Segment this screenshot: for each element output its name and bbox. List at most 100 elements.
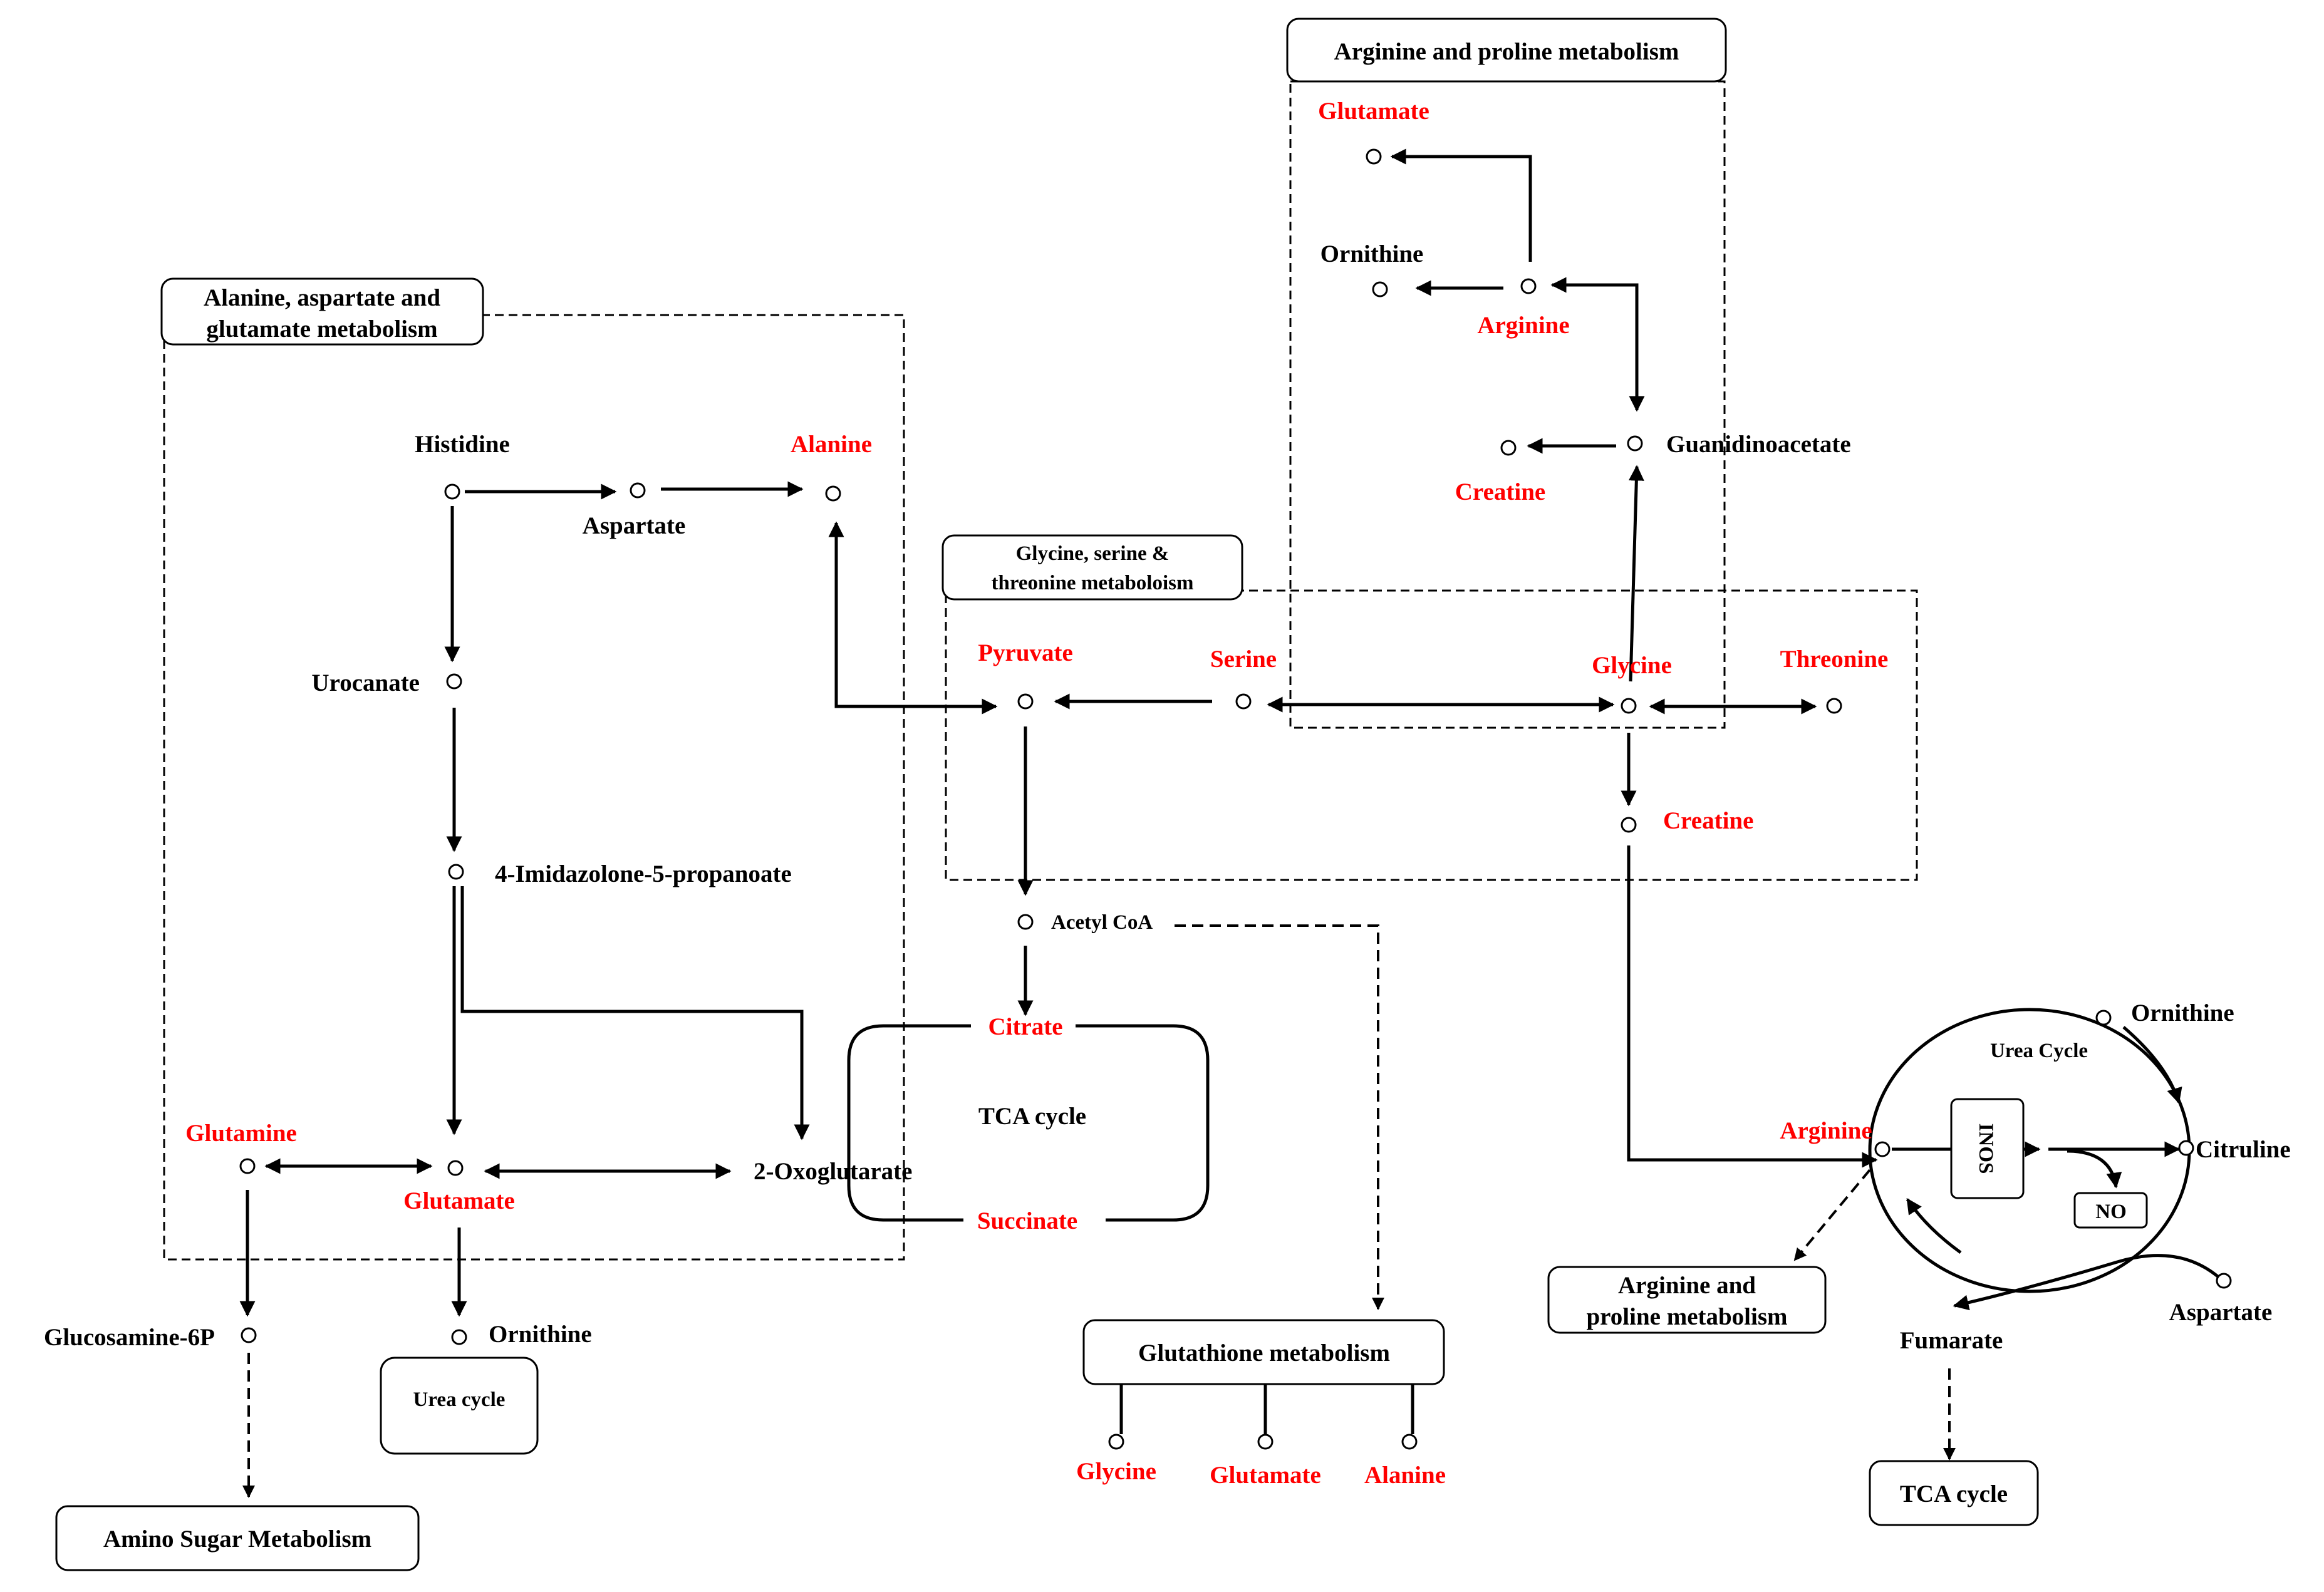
label-citrate: Citrate	[988, 1013, 1062, 1040]
region-ala-asp-glu	[163, 314, 905, 1261]
label-arp-glutamate: Glutamate	[1318, 98, 1429, 125]
tca-loop	[847, 1024, 1210, 1222]
arrow-pyruvate-alanine	[828, 521, 998, 715]
arrow-glycine-guanidinoacetate	[1628, 465, 1644, 682]
node-guanidinoacetate	[1627, 435, 1643, 452]
node-arp-glutamate	[1366, 148, 1382, 165]
node-glutamine	[239, 1158, 256, 1174]
node-creatine	[1621, 817, 1637, 833]
box-tca-cycle: TCA cycle	[1869, 1460, 2039, 1526]
svg-text:Glycine, serine &: Glycine, serine &	[1016, 542, 1170, 565]
box-urea-cycle: Urea cycle	[380, 1357, 539, 1455]
node-urocanate	[446, 673, 462, 690]
node-gsh-glutamate	[1257, 1434, 1274, 1450]
node-pyruvate	[1017, 693, 1034, 710]
arrow-guanidinoacetate-arginine	[1550, 277, 1645, 412]
node-uc-ornithine	[2095, 1010, 2112, 1026]
node-gsh-glycine	[1108, 1434, 1124, 1450]
node-uc-citruline	[2178, 1140, 2194, 1156]
node-uc-aspartate	[2216, 1273, 2232, 1289]
svg-text:INOS: INOS	[1974, 1124, 1997, 1174]
node-threonine	[1826, 698, 1842, 714]
box-ala-asp-glu: Alanine, aspartate and glutamate metabol…	[160, 277, 484, 346]
label-uc-fumarate: Fumarate	[1900, 1327, 2003, 1354]
label-gsh-glycine: Glycine	[1076, 1458, 1156, 1485]
region-gly-ser-thr	[945, 589, 1918, 881]
svg-text:Glutathione metabolism: Glutathione metabolism	[1138, 1340, 1390, 1367]
svg-text:TCA cycle: TCA cycle	[1900, 1481, 2008, 1507]
svg-text:Alanine, aspartate and: Alanine, aspartate and	[204, 284, 440, 311]
svg-text:Arginine and proline metabolis: Arginine and proline metabolism	[1334, 38, 1679, 65]
region-arg-pro	[1289, 80, 1726, 729]
label-creatine: Creatine	[1663, 807, 1753, 834]
node-arp-ornithine	[1372, 281, 1388, 297]
box-glutathione: Glutathione metabolism	[1082, 1319, 1445, 1385]
node-alanine	[825, 485, 841, 502]
node-glutamate	[447, 1160, 464, 1176]
svg-text:threonine metaboloism: threonine metaboloism	[992, 572, 1194, 594]
node-glycine	[1621, 698, 1637, 714]
arrow-aspartate-fumarate	[1953, 1254, 2222, 1311]
label-acetylcoa: Acetyl CoA	[1051, 911, 1153, 934]
label-arp-ornithine: Ornithine	[1320, 240, 1424, 267]
box-arg-pro-2: Arginine and proline metabolism	[1547, 1266, 1827, 1334]
label-guanidinoacetate: Guanidinoacetate	[1666, 431, 1851, 458]
label-arp-creatine: Creatine	[1455, 478, 1545, 505]
label-glucosamine: Glucosamine-6P	[44, 1324, 215, 1351]
label-gsh-glutamate: Glutamate	[1210, 1462, 1321, 1489]
svg-text:Amino Sugar Metabolism: Amino Sugar Metabolism	[103, 1526, 371, 1553]
node-serine	[1235, 693, 1252, 710]
label-tca-inner: TCA cycle	[978, 1103, 1086, 1130]
arrow-to-urea-arginine	[1906, 1197, 1962, 1254]
box-inos: INOS	[1950, 1098, 2025, 1199]
svg-text:NO: NO	[2095, 1201, 2127, 1223]
label-uc-aspartate: Aspartate	[2169, 1299, 2273, 1326]
label-serine: Serine	[1210, 646, 1277, 673]
label-arp-arginine: Arginine	[1477, 312, 1569, 339]
label-pyruvate: Pyruvate	[978, 639, 1073, 666]
node-gsh-alanine	[1401, 1434, 1418, 1450]
label-uc-title: Urea Cycle	[1990, 1040, 2088, 1062]
arrow-ornithine-citruline	[2122, 1026, 2182, 1104]
node-arp-creatine	[1500, 440, 1517, 456]
arrow-creatine-arginine	[1627, 845, 1878, 1168]
node-histidine	[444, 483, 460, 500]
svg-text:Arginine and: Arginine and	[1618, 1272, 1756, 1299]
arrow-to-no	[2067, 1149, 2122, 1189]
arrow-arginine-glutamate	[1390, 148, 1532, 262]
label-urocanate: Urocanate	[311, 669, 420, 696]
node-uc-arginine	[1874, 1141, 1891, 1157]
label-uc-ornithine: Ornithine	[2131, 1000, 2234, 1026]
arrow-arginine-argpro	[1793, 1169, 1871, 1261]
label-glutamate: Glutamate	[403, 1187, 515, 1214]
node-arp-arginine	[1520, 278, 1537, 294]
label-uc-arginine: Arginine	[1780, 1117, 1872, 1144]
box-no: NO	[2073, 1192, 2148, 1229]
svg-text:proline metabolism: proline metabolism	[1586, 1303, 1787, 1330]
label-uc-citruline: Citruline	[2196, 1136, 2291, 1163]
label-gsh-alanine: Alanine	[1364, 1462, 1446, 1489]
label-ornithine: Ornithine	[489, 1321, 592, 1348]
label-glycine: Glycine	[1592, 652, 1672, 679]
label-threonine: Threonine	[1780, 646, 1889, 673]
box-gly-ser-thr: Glycine, serine & threonine metaboloism	[942, 534, 1243, 601]
node-ornithine	[451, 1329, 467, 1345]
svg-text:glutamate metabolism: glutamate metabolism	[206, 316, 437, 343]
label-aspartate: Aspartate	[583, 512, 686, 539]
label-histidine: Histidine	[415, 431, 510, 458]
node-aspartate	[630, 482, 646, 499]
node-acetylcoa	[1017, 914, 1034, 930]
box-amino-sugar: Amino Sugar Metabolism	[55, 1505, 420, 1571]
label-imidazolone: 4-Imidazolone-5-propanoate	[495, 861, 792, 887]
label-succinate: Succinate	[977, 1207, 1077, 1234]
node-glucosamine	[241, 1327, 257, 1343]
label-glutamine: Glutamine	[185, 1120, 297, 1147]
arrow-acetylcoa-glutathione	[1175, 924, 1384, 1310]
label-oxoglutarate: 2-Oxoglutarate	[754, 1158, 912, 1185]
svg-text:Urea cycle: Urea cycle	[413, 1388, 506, 1411]
box-arg-pro: Arginine and proline metabolism	[1286, 18, 1727, 83]
label-alanine: Alanine	[791, 431, 872, 458]
arrow-imidazolone-oxoglutarate	[460, 886, 810, 1140]
node-imidazolone	[448, 864, 464, 880]
